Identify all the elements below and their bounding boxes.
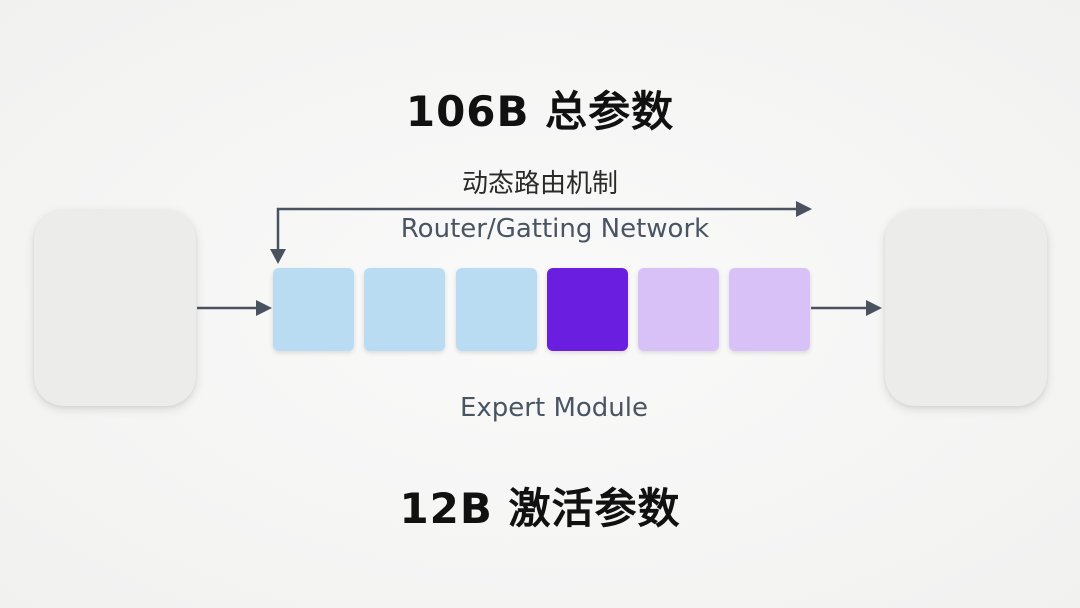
output-arrowhead — [866, 300, 882, 316]
expert-block-4 — [547, 268, 628, 351]
router-arrowhead-down — [270, 249, 286, 264]
expert-block-5 — [638, 268, 719, 351]
expert-block-1 — [273, 268, 354, 351]
total-params-title: 106B 总参数 — [405, 87, 675, 136]
expert-block-2 — [364, 268, 445, 351]
router-loop-line — [276, 207, 798, 258]
input-arrowhead — [256, 300, 272, 316]
expert-block-6 — [729, 268, 810, 351]
routing-mechanism-label: 动态路由机制 — [461, 169, 618, 199]
input-box — [34, 210, 196, 406]
active-params-title: 12B 激活参数 — [399, 484, 681, 533]
expert-block-3 — [456, 268, 537, 351]
router-arrowhead-right — [796, 201, 812, 217]
expert-module-label: Expert Module — [459, 393, 648, 423]
output-box — [885, 210, 1047, 406]
router-network-label: Router/Gatting Network — [400, 214, 710, 244]
